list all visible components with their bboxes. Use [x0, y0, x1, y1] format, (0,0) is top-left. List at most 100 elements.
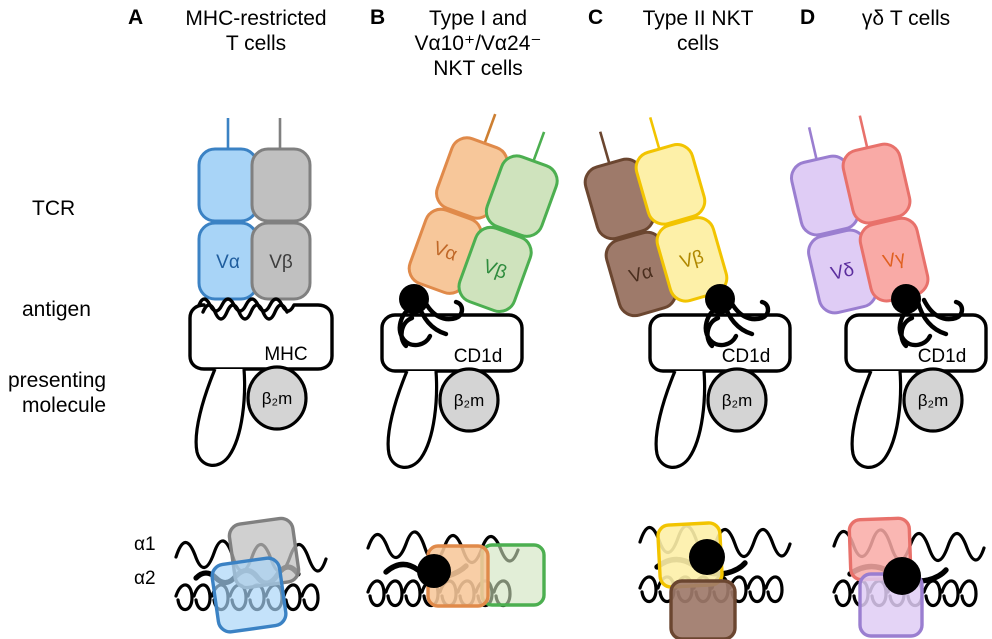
panel-title-b-line2: Vα10⁺/Vα24⁻: [414, 32, 542, 55]
panel-c-beta2m-label: β₂m: [722, 391, 753, 410]
panel-d-lipid-tails: [897, 297, 965, 349]
panel-title-d-line1: γδ T cells: [861, 7, 951, 30]
panel-title-b: Type I and Vα10⁺/Vα24⁻ NKT cells: [388, 6, 568, 81]
panel-b-lipid-strand: [383, 561, 469, 581]
panel-a-stalk: [194, 368, 247, 467]
panel-a-structure: Vα Vβ MHC β₂m: [188, 118, 334, 467]
panel-d-structure: Vδ Vγ CD1d β₂m: [789, 115, 988, 469]
panel-d-alpha1-helix: [832, 528, 986, 563]
panel-a-alpha2-helix: [174, 583, 320, 612]
panel-title-c: Type II NKT cells: [608, 6, 788, 56]
panel-title-a: MHC-restricted T cells: [150, 6, 362, 56]
helix-label-alpha2: α2: [134, 568, 156, 589]
panel-d-gamma-stem: [858, 115, 870, 151]
panel-c-beta2m: [706, 367, 768, 433]
panel-b-footprint: [366, 530, 546, 608]
panel-b-antigen-dot: [399, 284, 429, 314]
panel-d-antigen-dot: [891, 284, 921, 314]
panel-b-stalk: [386, 370, 439, 469]
row-label-presenting-1: presenting: [8, 369, 107, 392]
panel-d-footprint: [832, 516, 986, 638]
panel-d-beta2m-label: β₂m: [918, 391, 949, 410]
panel-c-alpha2-helix: [638, 575, 784, 604]
panel-a-footprint-vbeta-box: [227, 516, 301, 590]
panel-b-structure: Vα Vβ CD1d β₂m: [380, 113, 559, 469]
panel-b-alpha-variable-domain: [407, 207, 483, 295]
panel-a-mhc-label: MHC: [264, 344, 307, 365]
row-label-presenting-2: molecule: [22, 394, 107, 417]
panel-c-alpha-variable-domain: [604, 230, 678, 318]
panel-a-peptide-strand: [193, 564, 301, 586]
panel-c-lipid-strand: [654, 556, 748, 577]
panel-d-delta-stem: [807, 127, 819, 163]
panel-b-alpha-stem: [482, 113, 497, 147]
panel-c-footprint-valpha-box: [669, 579, 737, 639]
panel-letter-b: B: [370, 6, 386, 29]
row-label-antigen: antigen: [22, 298, 91, 321]
panel-d-alpha2-helix: [832, 579, 978, 608]
panel-c-structure: Vα Vβ CD1d β₂m: [583, 116, 792, 469]
panel-d-gamma-constant-domain: [841, 142, 912, 225]
panel-c-beta-variable-domain: [655, 216, 729, 303]
panel-a-peptide-wave: [201, 303, 289, 321]
panel-b-alpha2-helix: [366, 579, 512, 608]
panel-d-footprint-vdelta-box: [858, 572, 924, 638]
panel-a-beta-constant-domain: [250, 147, 312, 223]
panel-b-beta-variable-domain: [457, 225, 533, 313]
panel-title-b-line1: Type I and: [428, 7, 528, 30]
panel-d-cd1d-label: CD1d: [918, 346, 967, 367]
panel-a-alpha-constant-domain: [197, 147, 259, 223]
panel-d-gamma-variable-domain: [858, 216, 930, 303]
row-label-tcr: TCR: [32, 197, 76, 220]
panel-title-a-line2: T cells: [225, 32, 287, 55]
panel-a-beta2m-label: β₂m: [262, 389, 293, 408]
helix-label-alpha1: α1: [134, 534, 156, 555]
panel-letter-d: D: [800, 6, 816, 29]
panel-c-cd1d-label: CD1d: [722, 346, 771, 367]
panel-title-b-line3: NKT cells: [433, 57, 523, 80]
panel-b-footprint-antigen-dot: [417, 554, 451, 588]
panel-d-gamma-label: Vγ: [881, 247, 908, 273]
panel-d-beta2m: [902, 367, 964, 433]
panel-a-footprint-valpha-box: [210, 556, 288, 634]
panel-a-alpha1-helix: [174, 539, 328, 574]
panel-d-footprint-vgamma-box: [847, 516, 913, 582]
panel-c-stalk: [654, 370, 707, 469]
panel-b-footprint-valpha-box: [426, 544, 490, 608]
panel-c-beta-constant-domain: [634, 143, 707, 226]
panel-d-footprint-antigen-dot: [883, 557, 921, 595]
panel-b-beta-constant-domain: [484, 154, 559, 238]
panel-b-alpha-label: Vα: [430, 238, 459, 266]
panel-c-cd1d-body: [648, 313, 792, 373]
panel-d-stalk: [850, 370, 903, 469]
panel-d-delta-variable-domain: [807, 228, 878, 315]
panel-a-alpha-variable-domain: [197, 221, 259, 301]
panel-b-beta2m-label: β₂m: [454, 391, 485, 410]
panel-d-lipid-strand: [847, 563, 949, 584]
panel-title-c-line2: cells: [676, 32, 719, 55]
panel-c-alpha-constant-domain: [583, 157, 656, 241]
panel-title-c-line1: Type II NKT: [642, 7, 754, 30]
panel-c-beta-label: Vβ: [678, 246, 707, 273]
panel-a-footprint: [174, 516, 328, 634]
panel-b-beta-stem: [531, 131, 546, 165]
panel-a-alpha-label: Vα: [216, 252, 240, 273]
panel-c-antigen-dot: [705, 284, 735, 314]
panel-letter-c: C: [588, 6, 604, 29]
panel-c-lipid-tails: [703, 297, 771, 349]
panel-d-delta-constant-domain: [789, 154, 860, 237]
panel-c-beta-stem: [648, 116, 662, 153]
panel-c-footprint: [638, 521, 792, 639]
panel-c-alpha1-helix: [638, 524, 792, 559]
panel-b-beta2m: [438, 367, 500, 433]
panel-c-footprint-antigen-dot: [689, 539, 725, 575]
panel-title-a-line1: MHC-restricted: [185, 7, 327, 30]
panel-c-alpha-label: Vα: [627, 261, 656, 288]
panel-title-d: γδ T cells: [820, 6, 992, 31]
panel-d-cd1d-body: [844, 313, 988, 373]
panel-c-alpha-stem: [598, 131, 612, 167]
panel-b-footprint-vbeta-box: [480, 543, 546, 607]
panel-d-delta-label: Vδ: [829, 259, 856, 285]
panel-a-beta-variable-domain: [250, 221, 312, 301]
